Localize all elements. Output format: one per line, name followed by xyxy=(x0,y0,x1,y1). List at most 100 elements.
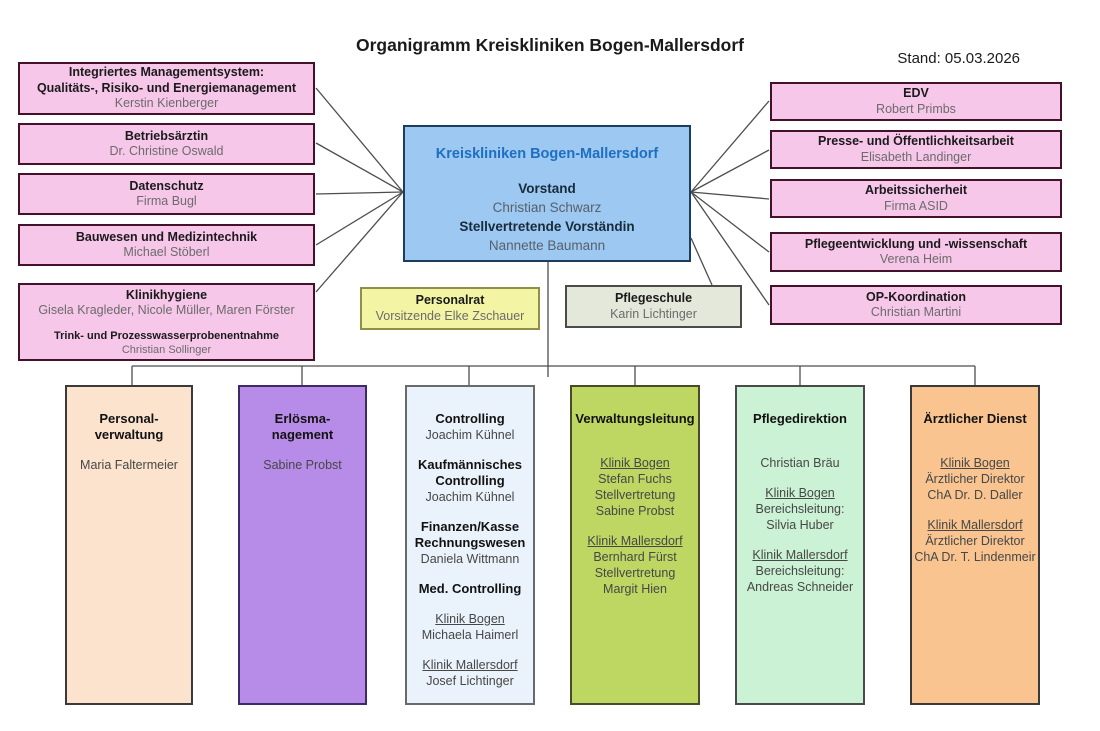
box-title: Integriertes Managementsystem: Qualitäts… xyxy=(36,65,297,95)
staff-box-edv: EDV Robert Primbs xyxy=(770,82,1062,121)
dept-line: Margit Hien xyxy=(603,582,667,596)
dept-line: Stefan Fuchs xyxy=(598,472,672,486)
dept-line: Stellvertretung xyxy=(594,488,676,502)
dept-line: Klinik Mallersdorf xyxy=(752,548,848,562)
box-subtitle: Trink- und Prozesswasserprobenentnahme xyxy=(54,329,279,342)
box-person: Christian Martini xyxy=(870,305,962,319)
dept-line: Rechnungswesen xyxy=(414,535,526,550)
dept-spacer xyxy=(407,443,533,457)
staff-box-op-koordination: OP-Koordination Christian Martini xyxy=(770,285,1062,325)
dept-spacer xyxy=(737,427,863,441)
box-subperson: Christian Sollinger xyxy=(121,343,212,356)
box-title: Pflegeentwicklung und -wissenschaft xyxy=(804,236,1028,251)
box-person: Gisela Kragleder, Nicole Müller, Maren F… xyxy=(38,303,295,317)
dept-line: Klinik Mallersdorf xyxy=(587,534,683,548)
dept-line: Josef Lichtinger xyxy=(426,674,514,688)
box-person: Kerstin Kienberger xyxy=(114,96,219,111)
staff-box-datenschutz: Datenschutz Firma Bugl xyxy=(18,173,315,215)
board-deputy-person: Nannette Baumann xyxy=(488,238,606,253)
box-person: Dr. Christine Oswald xyxy=(109,144,224,158)
box-title: Bauwesen und Medizintechnik xyxy=(75,229,258,244)
box-title: EDV xyxy=(903,86,929,100)
box-person: Verena Heim xyxy=(879,252,953,266)
dept-line: Joachim Kühnel xyxy=(425,428,515,442)
box-person: Firma Bugl xyxy=(136,194,197,208)
dept-line: Finanzen/Kasse xyxy=(420,519,520,534)
dept-line: Sabine Probst xyxy=(263,458,342,472)
staff-box-bauwesen-medizintechnik: Bauwesen und Medizintechnik Michael Stöb… xyxy=(18,224,315,266)
pflegeschule-box: Pflegeschule Karin Lichtinger xyxy=(565,285,742,328)
dept-line: Bereichsleitung: xyxy=(755,564,845,578)
dept-line: Pflegedirektion xyxy=(753,411,847,426)
dept-line: Klinik Bogen xyxy=(600,456,670,470)
dept-line: Ärztlicher Direktor xyxy=(925,472,1025,486)
chart-title: Organigramm Kreiskliniken Bogen-Mallersd… xyxy=(355,35,744,55)
dept-line: ChA Dr. T. Lindenmeir xyxy=(914,550,1036,564)
dept-line: Erlösma- xyxy=(274,411,331,426)
dept-line: Ärztlicher Dienst xyxy=(923,411,1027,426)
staff-box-klinikhygiene: Klinikhygiene Gisela Kragleder, Nicole M… xyxy=(18,283,315,361)
box-person: Elisabeth Landinger xyxy=(860,149,972,164)
dept-line: Sabine Probst xyxy=(595,504,675,518)
dept-line: Klinik Bogen xyxy=(435,612,505,626)
box-title: Betriebsärztin xyxy=(124,128,209,143)
dept-spacer xyxy=(737,533,863,547)
date-stamp: Stand: 05.03.2026 xyxy=(897,50,1020,67)
dept-line: Bernhard Fürst xyxy=(593,550,677,564)
dept-line: nagement xyxy=(271,427,334,442)
staff-box-arbeitssicherheit: Arbeitssicherheit Firma ASID xyxy=(770,179,1062,218)
dept-spacer xyxy=(737,441,863,455)
dept-line: ChA Dr. D. Daller xyxy=(927,488,1023,502)
box-title: Personalrat xyxy=(415,293,485,307)
box-title: Arbeitssicherheit xyxy=(864,183,968,197)
dept-spacer xyxy=(240,443,365,457)
dept-line: Daniela Wittmann xyxy=(420,552,520,566)
dept-spacer xyxy=(407,505,533,519)
dept-spacer xyxy=(407,597,533,611)
dept-spacer xyxy=(572,441,698,455)
dept-spacer xyxy=(67,443,191,457)
box-title: Presse- und Öffentlichkeitsarbeit xyxy=(818,134,1014,148)
dept-line: Klinik Bogen xyxy=(765,486,835,500)
dept-spacer xyxy=(737,471,863,485)
organization-name: Kreiskliniken Bogen-Mallersdorf xyxy=(435,146,659,162)
dept-line: Kaufmännisches xyxy=(417,457,523,472)
dept-line: Michaela Haimerl xyxy=(421,628,519,642)
box-person: Karin Lichtinger xyxy=(610,306,697,321)
board-deputy-role: Stellvertretende Vorständin xyxy=(459,219,635,234)
dept-line: Klinik Bogen xyxy=(940,456,1010,470)
dept-line: Med. Controlling xyxy=(418,581,522,596)
dept-line: Silvia Huber xyxy=(766,518,834,532)
box-person: Vorsitzende Elke Zschauer xyxy=(375,308,525,323)
box-person: Firma ASID xyxy=(884,198,948,213)
dept-line: Controlling xyxy=(435,411,505,426)
board-role: Vorstand xyxy=(518,181,576,196)
dept-line: Maria Faltermeier xyxy=(80,458,178,472)
staff-box-presse-oeffentlichkeitsarbeit: Presse- und Öffentlichkeitsarbeit Elisab… xyxy=(770,130,1062,169)
board-box: Kreiskliniken Bogen-Mallersdorf Vorstand… xyxy=(403,125,691,262)
dept-line: Verwaltungsleitung xyxy=(575,411,695,426)
dept-line: Christian Bräu xyxy=(760,456,840,470)
box-title: Pflegeschule xyxy=(614,291,693,305)
board-person: Christian Schwarz xyxy=(492,200,602,215)
dept-line: Stellvertretung xyxy=(594,566,676,580)
dept-spacer xyxy=(912,503,1038,517)
dept-spacer xyxy=(572,427,698,441)
box-person: Michael Stöberl xyxy=(123,245,210,259)
dept-spacer xyxy=(912,427,1038,441)
dept-line: Bereichsleitung: xyxy=(755,502,845,516)
dept-line: Klinik Mallersdorf xyxy=(927,518,1023,532)
dept-line: Andreas Schneider xyxy=(746,580,854,594)
dept-spacer xyxy=(572,519,698,533)
dept-line: Joachim Kühnel xyxy=(425,490,515,504)
dept-line: Personal- xyxy=(99,411,159,426)
staff-box-betriebsaerztin: Betriebsärztin Dr. Christine Oswald xyxy=(18,123,315,165)
personalrat-box: Personalrat Vorsitzende Elke Zschauer xyxy=(360,287,540,330)
